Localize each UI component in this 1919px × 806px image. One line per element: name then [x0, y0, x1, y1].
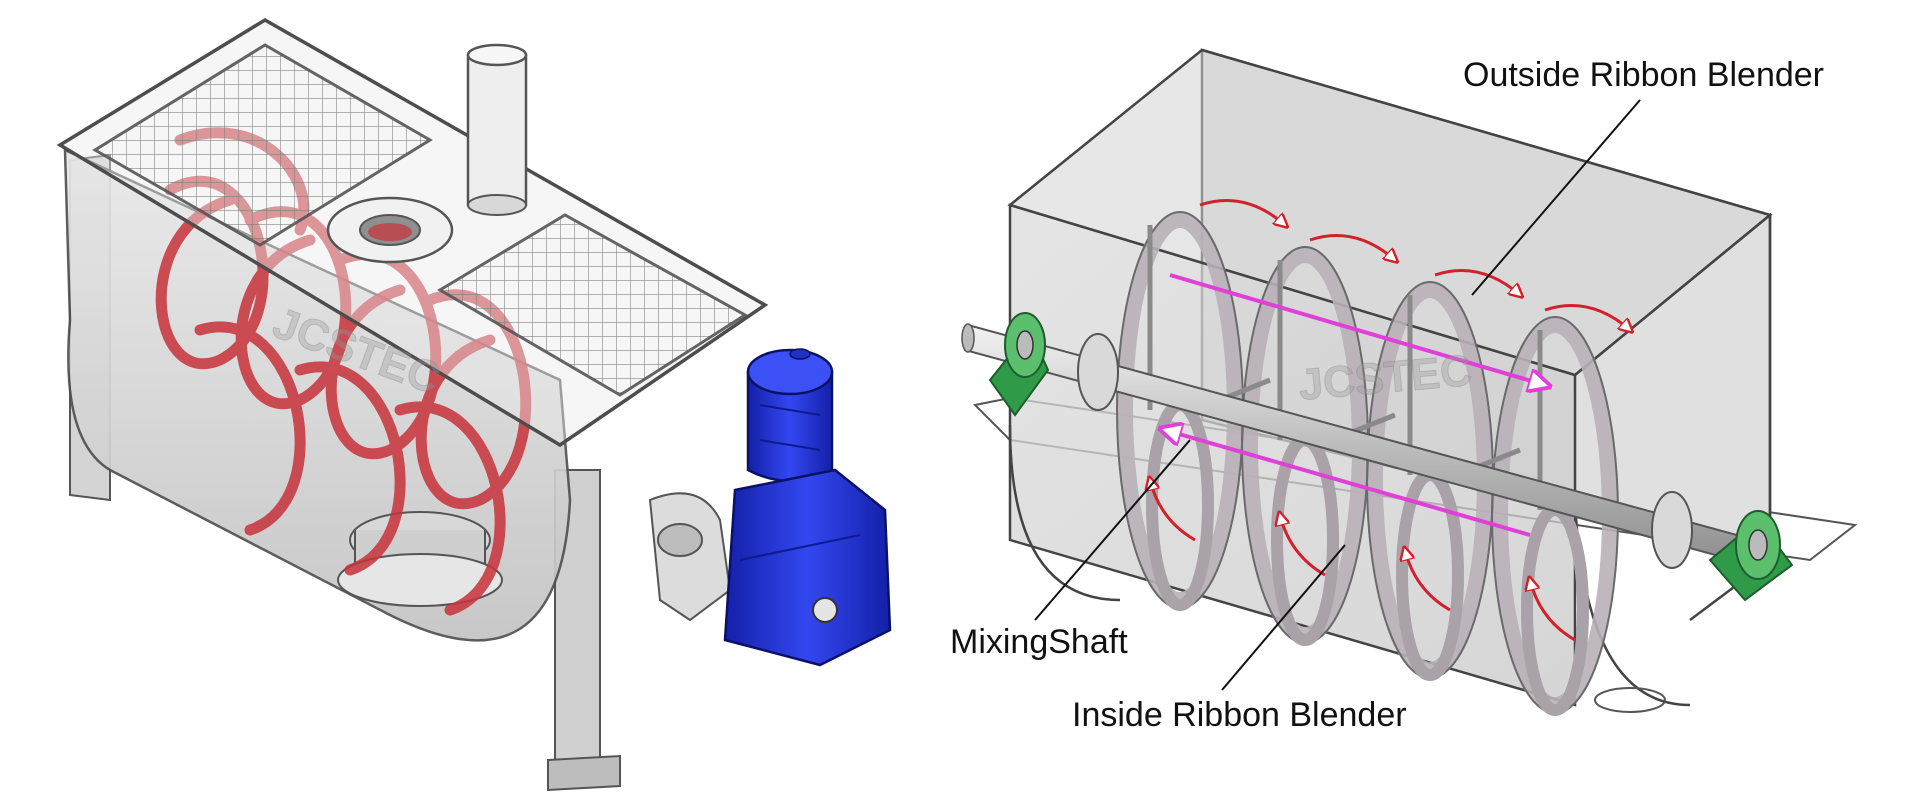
inside-ribbon-label: Inside Ribbon Blender [1072, 696, 1407, 734]
bearing-housing [648, 492, 732, 622]
axial-flow-arrows [1165, 273, 1545, 537]
trough-bottom-left [1008, 424, 1121, 602]
mesh-grille-left [92, 43, 433, 247]
leg-base-plate [547, 754, 621, 792]
vent-pipe [466, 43, 528, 216]
axial-arrow-left [1165, 430, 1531, 537]
flow-arrows-outer [1199, 199, 1630, 331]
mesh-grille-right [437, 213, 748, 397]
mixing-shaft [961, 323, 1757, 569]
discharge-outline [1594, 687, 1666, 713]
bearing-right [1708, 510, 1794, 602]
outside-ribbon-label: Outside Ribbon Blender [1463, 56, 1825, 94]
flow-arrows-inner [1150, 480, 1576, 642]
shaft-seal-right [1651, 491, 1693, 569]
leader-inside-ribbon [1221, 544, 1346, 691]
mixer-machine: JCSTEC [56, 17, 892, 792]
feed-inlet-flange [326, 196, 454, 264]
callout-leader-lines [1034, 99, 1641, 691]
mixing-shaft-label: MixingShaft [950, 623, 1128, 661]
axial-arrow-right [1169, 273, 1545, 385]
gearbox [723, 468, 892, 667]
drive-motor [746, 348, 834, 483]
trough-shell-side [1574, 212, 1772, 621]
ribbon-schematic: JCSTEC [961, 48, 1858, 716]
discharge-port [337, 511, 503, 607]
leader-outside-ribbon [1471, 99, 1641, 296]
bearing-left [988, 312, 1050, 417]
output-shaft-cap [812, 597, 838, 623]
leader-mixing-shaft [1034, 439, 1191, 621]
shaft-seal-left [1077, 333, 1119, 411]
